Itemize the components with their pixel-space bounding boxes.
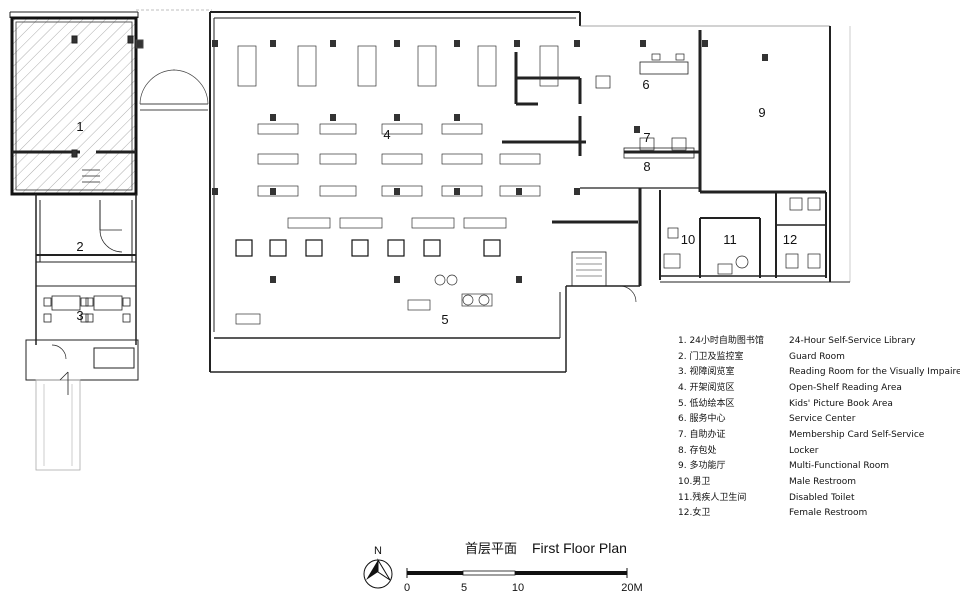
scale-tick-label: 5 bbox=[461, 582, 467, 594]
connecting-corridor bbox=[135, 9, 212, 111]
legend-item-en: Female Restroom bbox=[789, 508, 867, 518]
legend-item-en: Multi-Functional Room bbox=[789, 461, 889, 471]
display-boxes bbox=[235, 239, 501, 257]
reading-counter-with-stools bbox=[287, 217, 507, 229]
legend-item-cn: 8. 存包处 bbox=[678, 444, 716, 456]
reading-tables-row-top bbox=[237, 45, 559, 87]
legend-item-cn: 7. 自助办证 bbox=[678, 428, 725, 440]
scale-tick-label: 20M bbox=[621, 582, 642, 594]
legend-item-en: 24-Hour Self-Service Library bbox=[789, 336, 916, 346]
legend-item-cn: 3. 视障阅览室 bbox=[678, 365, 734, 377]
legend-item-en: Reading Room for the Visually Impaired bbox=[789, 367, 960, 377]
legend-item-en: Disabled Toilet bbox=[789, 493, 855, 503]
room-number: 8 bbox=[643, 159, 650, 174]
room-number: 2 bbox=[76, 239, 83, 254]
kids-area-furniture bbox=[235, 274, 493, 325]
legend-item-cn: 1. 24小时自助图书馆 bbox=[678, 334, 764, 346]
legend-item-en: Locker bbox=[789, 446, 819, 456]
room-numbers: 1 2 3 4 5 6 7 8 9 10 11 12 bbox=[76, 77, 797, 327]
reading-tables-visually-impaired bbox=[43, 295, 131, 323]
legend-item-cn: 5. 低幼绘本区 bbox=[678, 397, 734, 409]
plan-title-chinese: 首层平面 bbox=[465, 542, 517, 557]
legend-item-cn: 2. 门卫及监控室 bbox=[678, 350, 743, 362]
scale-bar: 0 5 10 20M bbox=[404, 568, 643, 594]
room-number: 12 bbox=[783, 232, 797, 247]
legend: 1. 24小时自助图书馆 24-Hour Self-Service Librar… bbox=[678, 334, 960, 518]
legend-item-cn: 10.男卫 bbox=[678, 476, 710, 487]
north-label: N bbox=[374, 545, 382, 557]
legend-item-cn: 9. 多功能厅 bbox=[678, 459, 725, 471]
legend-item-en: Male Restroom bbox=[789, 477, 856, 487]
legend-item-cn: 11.残疾人卫生间 bbox=[678, 491, 746, 503]
room-number: 1 bbox=[76, 119, 83, 134]
room-number: 4 bbox=[383, 127, 390, 142]
structural-columns bbox=[212, 40, 768, 283]
legend-item-en: Open-Shelf Reading Area bbox=[789, 383, 902, 393]
library-24h-room bbox=[10, 16, 138, 196]
legend-item-cn: 4. 开架阅览区 bbox=[678, 381, 734, 393]
room-number: 3 bbox=[76, 308, 83, 323]
bookshelves bbox=[257, 123, 541, 197]
room-number: 11 bbox=[723, 232, 737, 247]
room-number: 5 bbox=[441, 312, 448, 327]
legend-item-en: Guard Room bbox=[789, 352, 845, 362]
room-number: 9 bbox=[758, 105, 765, 120]
room-number: 10 bbox=[681, 232, 695, 247]
left-building bbox=[9, 11, 139, 471]
scale-tick-label: 10 bbox=[512, 582, 524, 594]
library-24h-room-inner bbox=[15, 21, 133, 191]
scale-tick-label: 0 bbox=[404, 582, 410, 594]
legend-item-en: Membership Card Self-Service bbox=[789, 430, 925, 440]
legend-item-cn: 6. 服务中心 bbox=[678, 412, 725, 424]
north-arrow: N bbox=[363, 545, 393, 589]
room-number: 7 bbox=[643, 130, 650, 145]
plan-title-english: First Floor Plan bbox=[532, 540, 627, 556]
legend-item-en: Kids' Picture Book Area bbox=[789, 399, 893, 409]
room-number: 6 bbox=[642, 77, 649, 92]
main-building bbox=[209, 11, 851, 373]
legend-item-en: Service Center bbox=[789, 414, 856, 424]
legend-item-cn: 12.女卫 bbox=[678, 506, 710, 518]
